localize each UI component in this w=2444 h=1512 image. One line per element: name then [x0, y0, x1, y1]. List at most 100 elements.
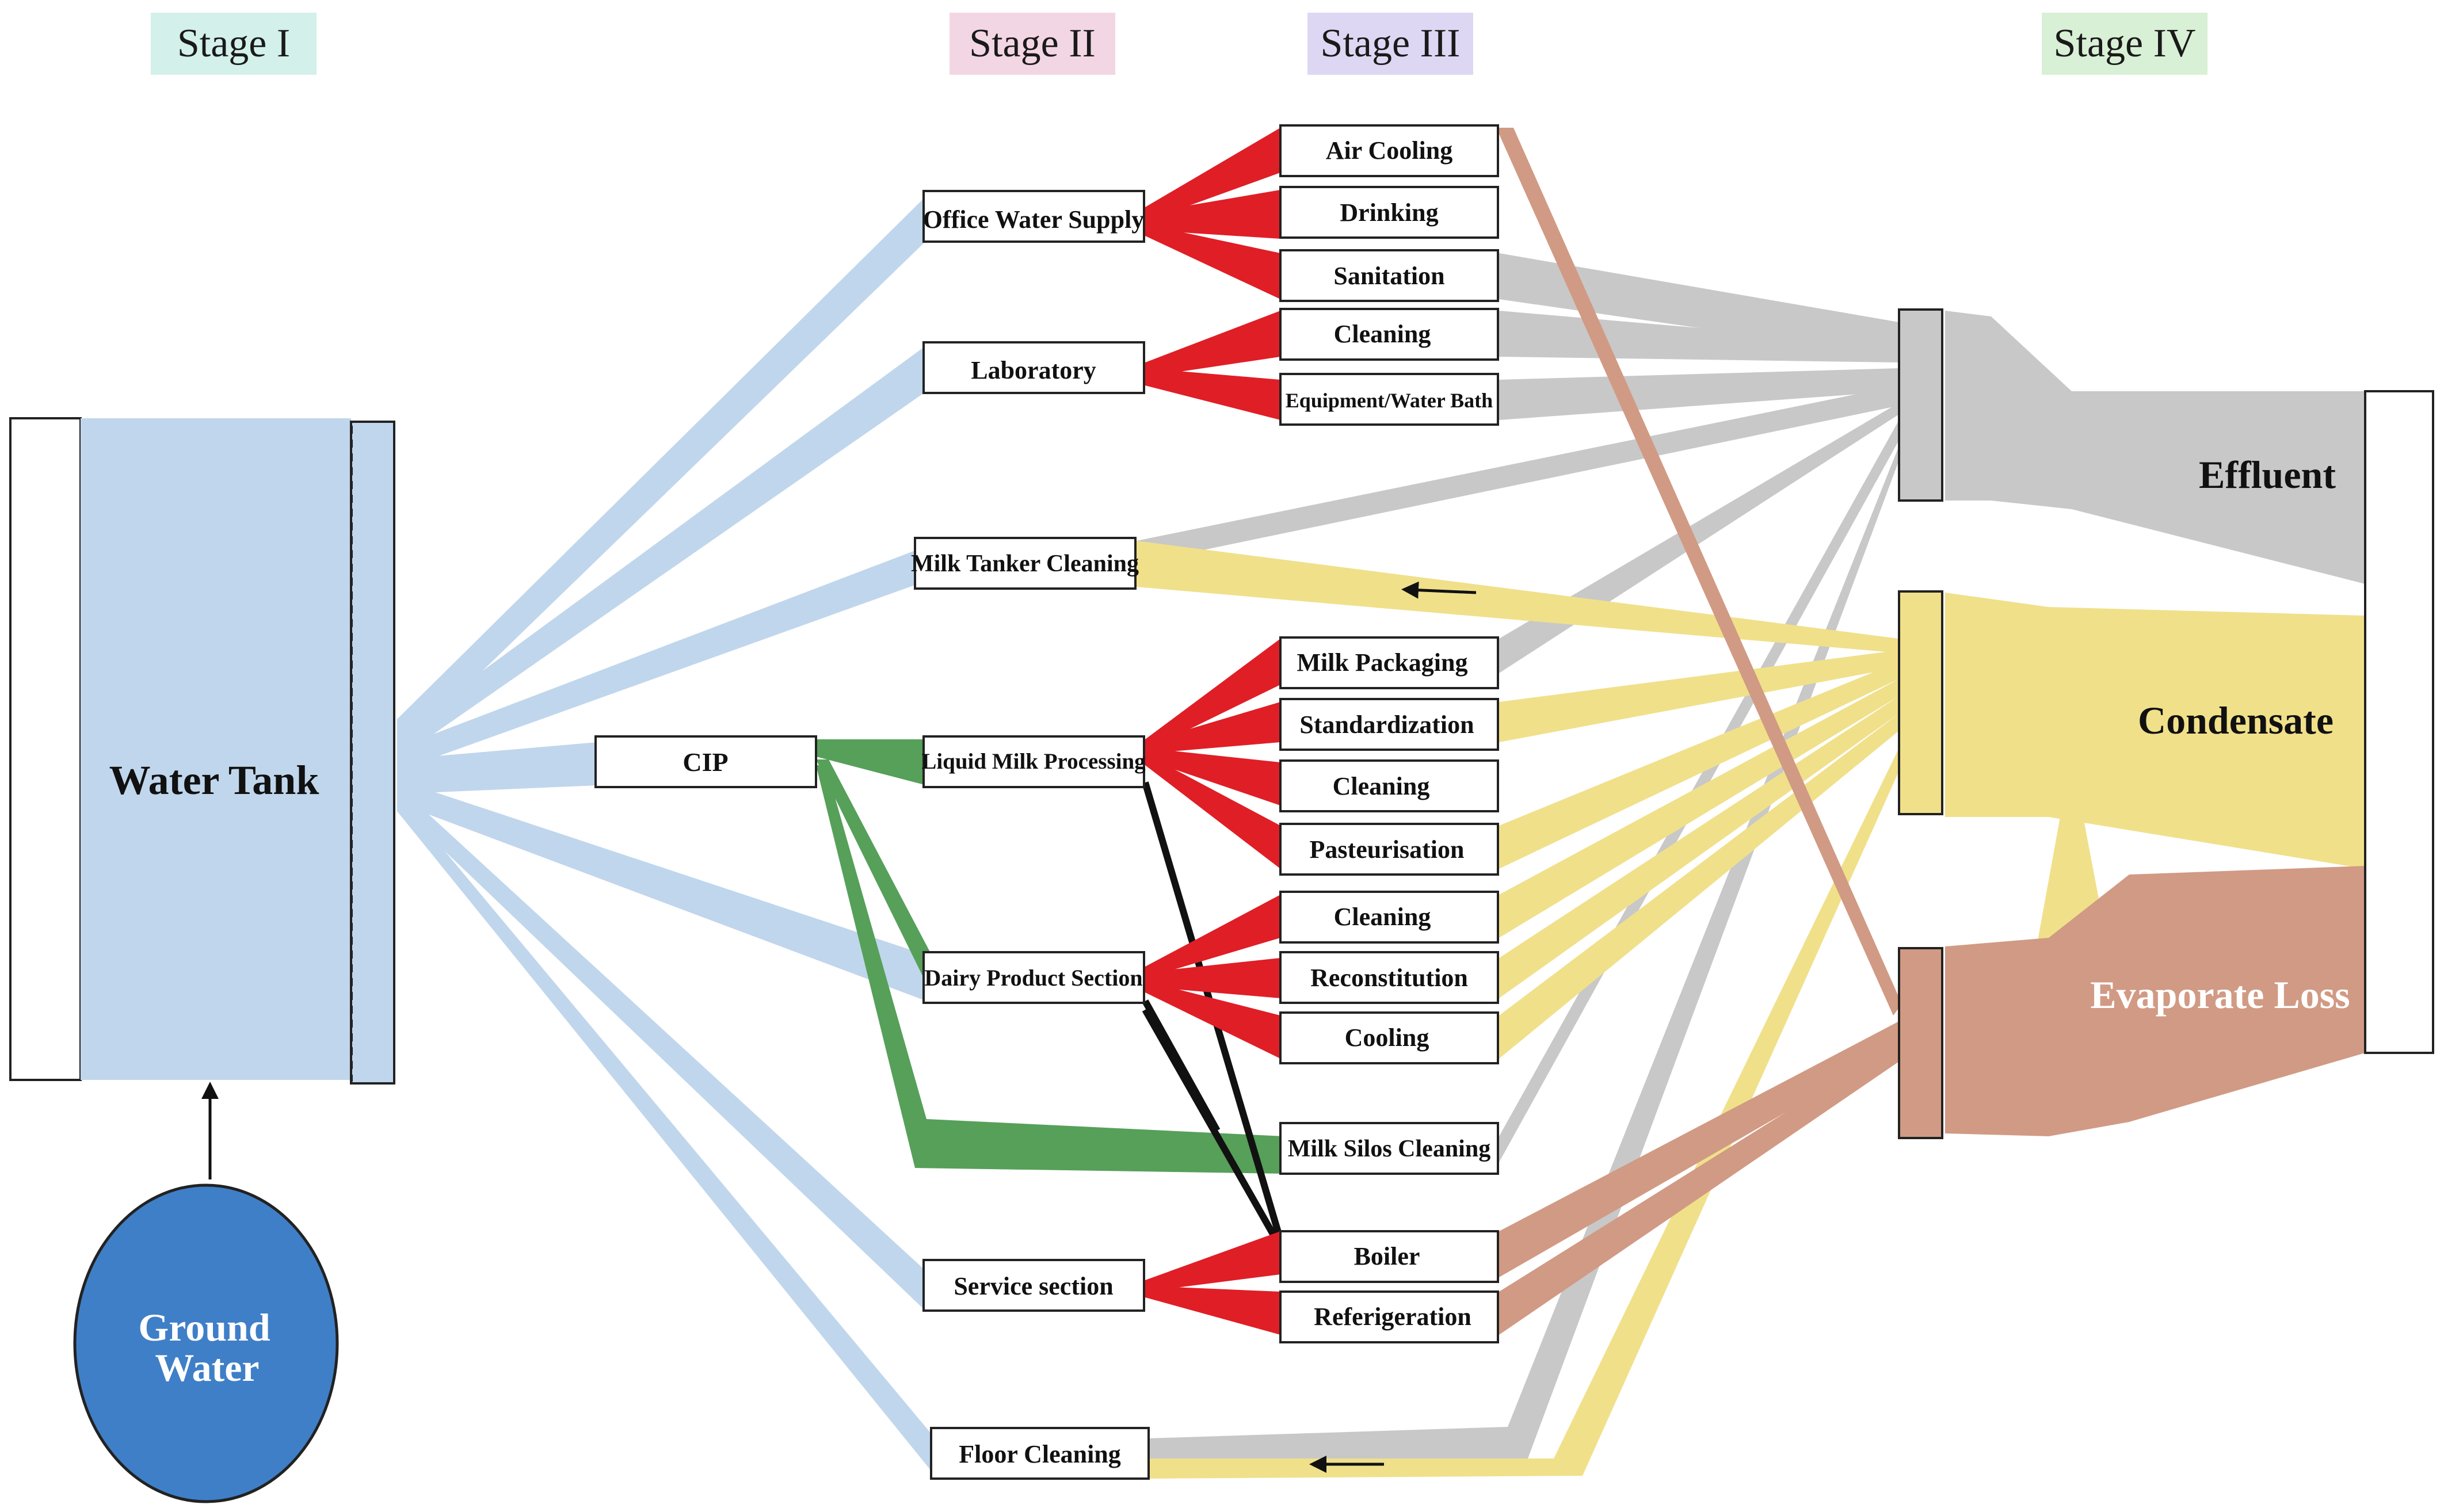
flow-lmp-to-packaging	[1145, 639, 1280, 751]
effluent-label: Effluent	[2199, 453, 2336, 497]
flow-cip-to-dairy	[816, 759, 944, 984]
water-tank-label: Water Tank	[109, 757, 319, 803]
flow-lmp-to-standardization	[1145, 702, 1280, 754]
flow-dairy-cleaning-to-condensate	[1499, 679, 1899, 938]
ground-water-label-line2: Water	[155, 1346, 259, 1389]
flow-lab-to-equipment	[1145, 368, 1280, 420]
water-tank-node: Water Tank	[9, 417, 395, 1085]
svg-text:Milk Silos Cleaning: Milk Silos Cleaning	[1288, 1136, 1490, 1162]
flow-tank-to-laboratory	[397, 345, 926, 759]
stage2-node-dairy: Dairy Product Section	[922, 951, 1145, 1004]
flow-effluent-to-output	[1945, 311, 2365, 584]
flow-tank-to-floor	[397, 794, 935, 1476]
stage3-node-pasteurisation: Pasteurisation	[1279, 823, 1499, 876]
stage3-node-equipment: Equipment/Water Bath	[1279, 373, 1499, 426]
flow-refrigeration-to-evaporate	[1499, 1041, 1899, 1335]
flow-office-to-sanitation	[1145, 224, 1280, 299]
flow-lmp-to-cleaning	[1145, 748, 1280, 805]
stage2-node-floor: Floor Cleaning	[930, 1427, 1150, 1480]
stage-header-3: Stage III	[1307, 13, 1473, 75]
svg-text:Sanitation: Sanitation	[1333, 262, 1444, 290]
flow-arrows	[201, 581, 1477, 1473]
stage-header-2: Stage II	[950, 13, 1115, 75]
ground-water-label-line1: Ground	[138, 1305, 270, 1349]
svg-text:Liquid Milk Processing: Liquid Milk Processing	[921, 749, 1146, 774]
svg-text:CIP: CIP	[683, 747, 728, 777]
flow-equipment-to-effluent	[1499, 368, 1899, 420]
flow-pasteurisation-to-condensate	[1499, 662, 1899, 869]
flow-dairy-to-cooling	[1145, 981, 1280, 1059]
svg-text:Office Water Supply: Office Water Supply	[923, 205, 1145, 234]
flow-boiler-to-evaporate	[1499, 1021, 1899, 1277]
flow-evaporate-to-output	[1945, 866, 2365, 1136]
arrow-left-icon	[1401, 581, 1477, 599]
stage3-node-cleaning-dairy: Cleaning	[1279, 891, 1499, 944]
stage3-node-standardization: Standardization	[1279, 698, 1499, 751]
svg-text:Boiler: Boiler	[1354, 1242, 1420, 1270]
stage3-node-reconstitution: Reconstitution	[1279, 951, 1499, 1004]
svg-text:Milk Packaging: Milk Packaging	[1297, 648, 1467, 677]
svg-text:Cleaning: Cleaning	[1333, 772, 1430, 800]
svg-text:Floor Cleaning: Floor Cleaning	[959, 1440, 1121, 1468]
flow-standardization-to-condensate	[1499, 650, 1899, 742]
flow-sanitation-to-effluent	[1499, 253, 1899, 357]
flow-service-to-boiler	[1145, 1231, 1280, 1292]
flow-lab-to-cleaning	[1145, 311, 1280, 377]
stage4-collector-evaporate	[1898, 947, 1943, 1139]
return-dairy-to-boiler	[1142, 1008, 1278, 1239]
flow-milk-tanker-to-effluent	[1137, 385, 1899, 564]
svg-text:Service section: Service section	[954, 1272, 1113, 1300]
stage2-node-service: Service section	[922, 1259, 1145, 1312]
flow-condensate-to-output	[1945, 593, 2365, 869]
stage3-node-cleaning-lab: Cleaning	[1279, 308, 1499, 361]
svg-text:Stage II: Stage II	[969, 21, 1096, 66]
stage3-node-milk-packaging: Milk Packaging	[1279, 636, 1499, 689]
stage-header-4: Stage IV	[2042, 13, 2207, 75]
flow-dairy-to-cleaning	[1145, 895, 1280, 978]
flow-tank-to-cip	[397, 742, 597, 794]
stage3-node-sanitation: Sanitation	[1279, 249, 1499, 302]
svg-text:Laboratory: Laboratory	[971, 356, 1096, 384]
stage3-node-cleaning-lmp: Cleaning	[1279, 759, 1499, 812]
flow-dairy-to-reconstitution	[1145, 958, 1280, 998]
stage3-node-drinking: Drinking	[1279, 186, 1499, 239]
stage3-node-air-cooling: Air Cooling	[1279, 124, 1499, 177]
flow-service-to-refrigeration	[1145, 1286, 1280, 1335]
flow-lmp-to-pasteurisation	[1145, 754, 1280, 869]
flow-tank-to-milk-tanker	[397, 549, 918, 771]
stage3-node-refrigeration: Referigeration	[1279, 1290, 1499, 1343]
svg-text:Equipment/Water Bath: Equipment/Water Bath	[1286, 389, 1493, 412]
flow-office-to-drinking	[1145, 190, 1280, 239]
evaporate-loss-label: Evaporate Loss	[2090, 973, 2350, 1017]
svg-text:Milk Tanker Cleaning: Milk Tanker Cleaning	[911, 551, 1139, 577]
flow-tank-to-dairy	[397, 780, 926, 1001]
flow-air-cooling-to-evaporate	[1496, 128, 1902, 1015]
svg-text:Cleaning: Cleaning	[1334, 903, 1431, 931]
svg-text:Air Cooling: Air Cooling	[1326, 136, 1452, 165]
condensate-label: Condensate	[2138, 698, 2334, 742]
distribution-flows	[1145, 128, 1280, 1335]
stage4-collector-condensate	[1898, 590, 1943, 815]
evaporate-flows	[1496, 128, 2365, 1335]
stage2-node-cip: CIP	[594, 735, 817, 788]
cip-flows	[816, 739, 1284, 1174]
stage2-node-milk-tanker: Milk Tanker Cleaning	[911, 537, 1139, 590]
flow-reconstitution-to-condensate	[1499, 696, 1899, 998]
stage3-node-cooling: Cooling	[1279, 1011, 1499, 1064]
svg-text:Referigeration: Referigeration	[1314, 1303, 1471, 1331]
svg-text:Standardization: Standardization	[1299, 711, 1474, 739]
svg-text:Stage IV: Stage IV	[2054, 21, 2196, 66]
stage3-node-milk-silos: Milk Silos Cleaning	[1279, 1122, 1499, 1175]
svg-text:Cooling: Cooling	[1345, 1024, 1429, 1052]
svg-text:Pasteurisation: Pasteurisation	[1310, 835, 1465, 864]
stage2-node-liquid-milk: Liquid Milk Processing	[921, 735, 1146, 788]
svg-text:Dairy Product Section: Dairy Product Section	[924, 965, 1142, 991]
ground-water-node: Ground Water	[73, 1183, 339, 1503]
flow-milk-tanker-to-condensate	[1137, 541, 1899, 653]
flow-tank-to-service	[397, 785, 926, 1312]
svg-text:Stage III: Stage III	[1321, 21, 1461, 66]
svg-text:Drinking: Drinking	[1340, 198, 1438, 227]
svg-text:Reconstitution: Reconstitution	[1310, 964, 1468, 992]
flow-office-to-air-cooling	[1145, 128, 1280, 222]
